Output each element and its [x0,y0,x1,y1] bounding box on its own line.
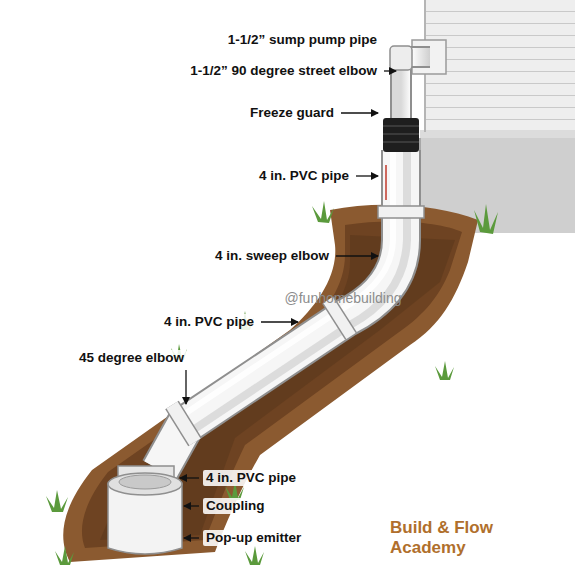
leader-arrow [341,112,378,113]
part-label: 45 degree elbow [76,350,187,366]
part-label: 4 in. PVC pipe [203,470,299,486]
leader-arrow [336,255,378,256]
leader-arrow [356,175,378,176]
leader-arrow [384,70,396,71]
part-label: Coupling [203,498,267,514]
watermark: @funhomebuilding [285,290,402,306]
pop-up-emitter [108,466,182,554]
house-wall [412,0,575,233]
part-label: 4 in. sweep elbow [212,248,332,264]
leader-arrow [180,477,199,478]
part-label: Freeze guard [247,105,337,121]
part-label: 1-1/2” sump pump pipe [225,32,380,48]
part-label: Pop-up emitter [203,530,304,546]
pvc-pipe-run [160,150,407,470]
pipe-fittings [172,165,424,442]
leader-arrow [185,370,186,404]
sump-pump-pipe [390,46,430,122]
brand-watermark: Build & Flow Academy [390,518,508,558]
leader-arrow [261,321,298,322]
part-label: 4 in. PVC pipe [161,314,257,330]
part-label: 1-1/2” 90 degree street elbow [187,63,380,79]
leader-arrow [184,537,199,538]
leader-arrow [184,505,199,506]
freeze-guard [383,118,419,152]
part-label: 4 in. PVC pipe [256,168,352,184]
